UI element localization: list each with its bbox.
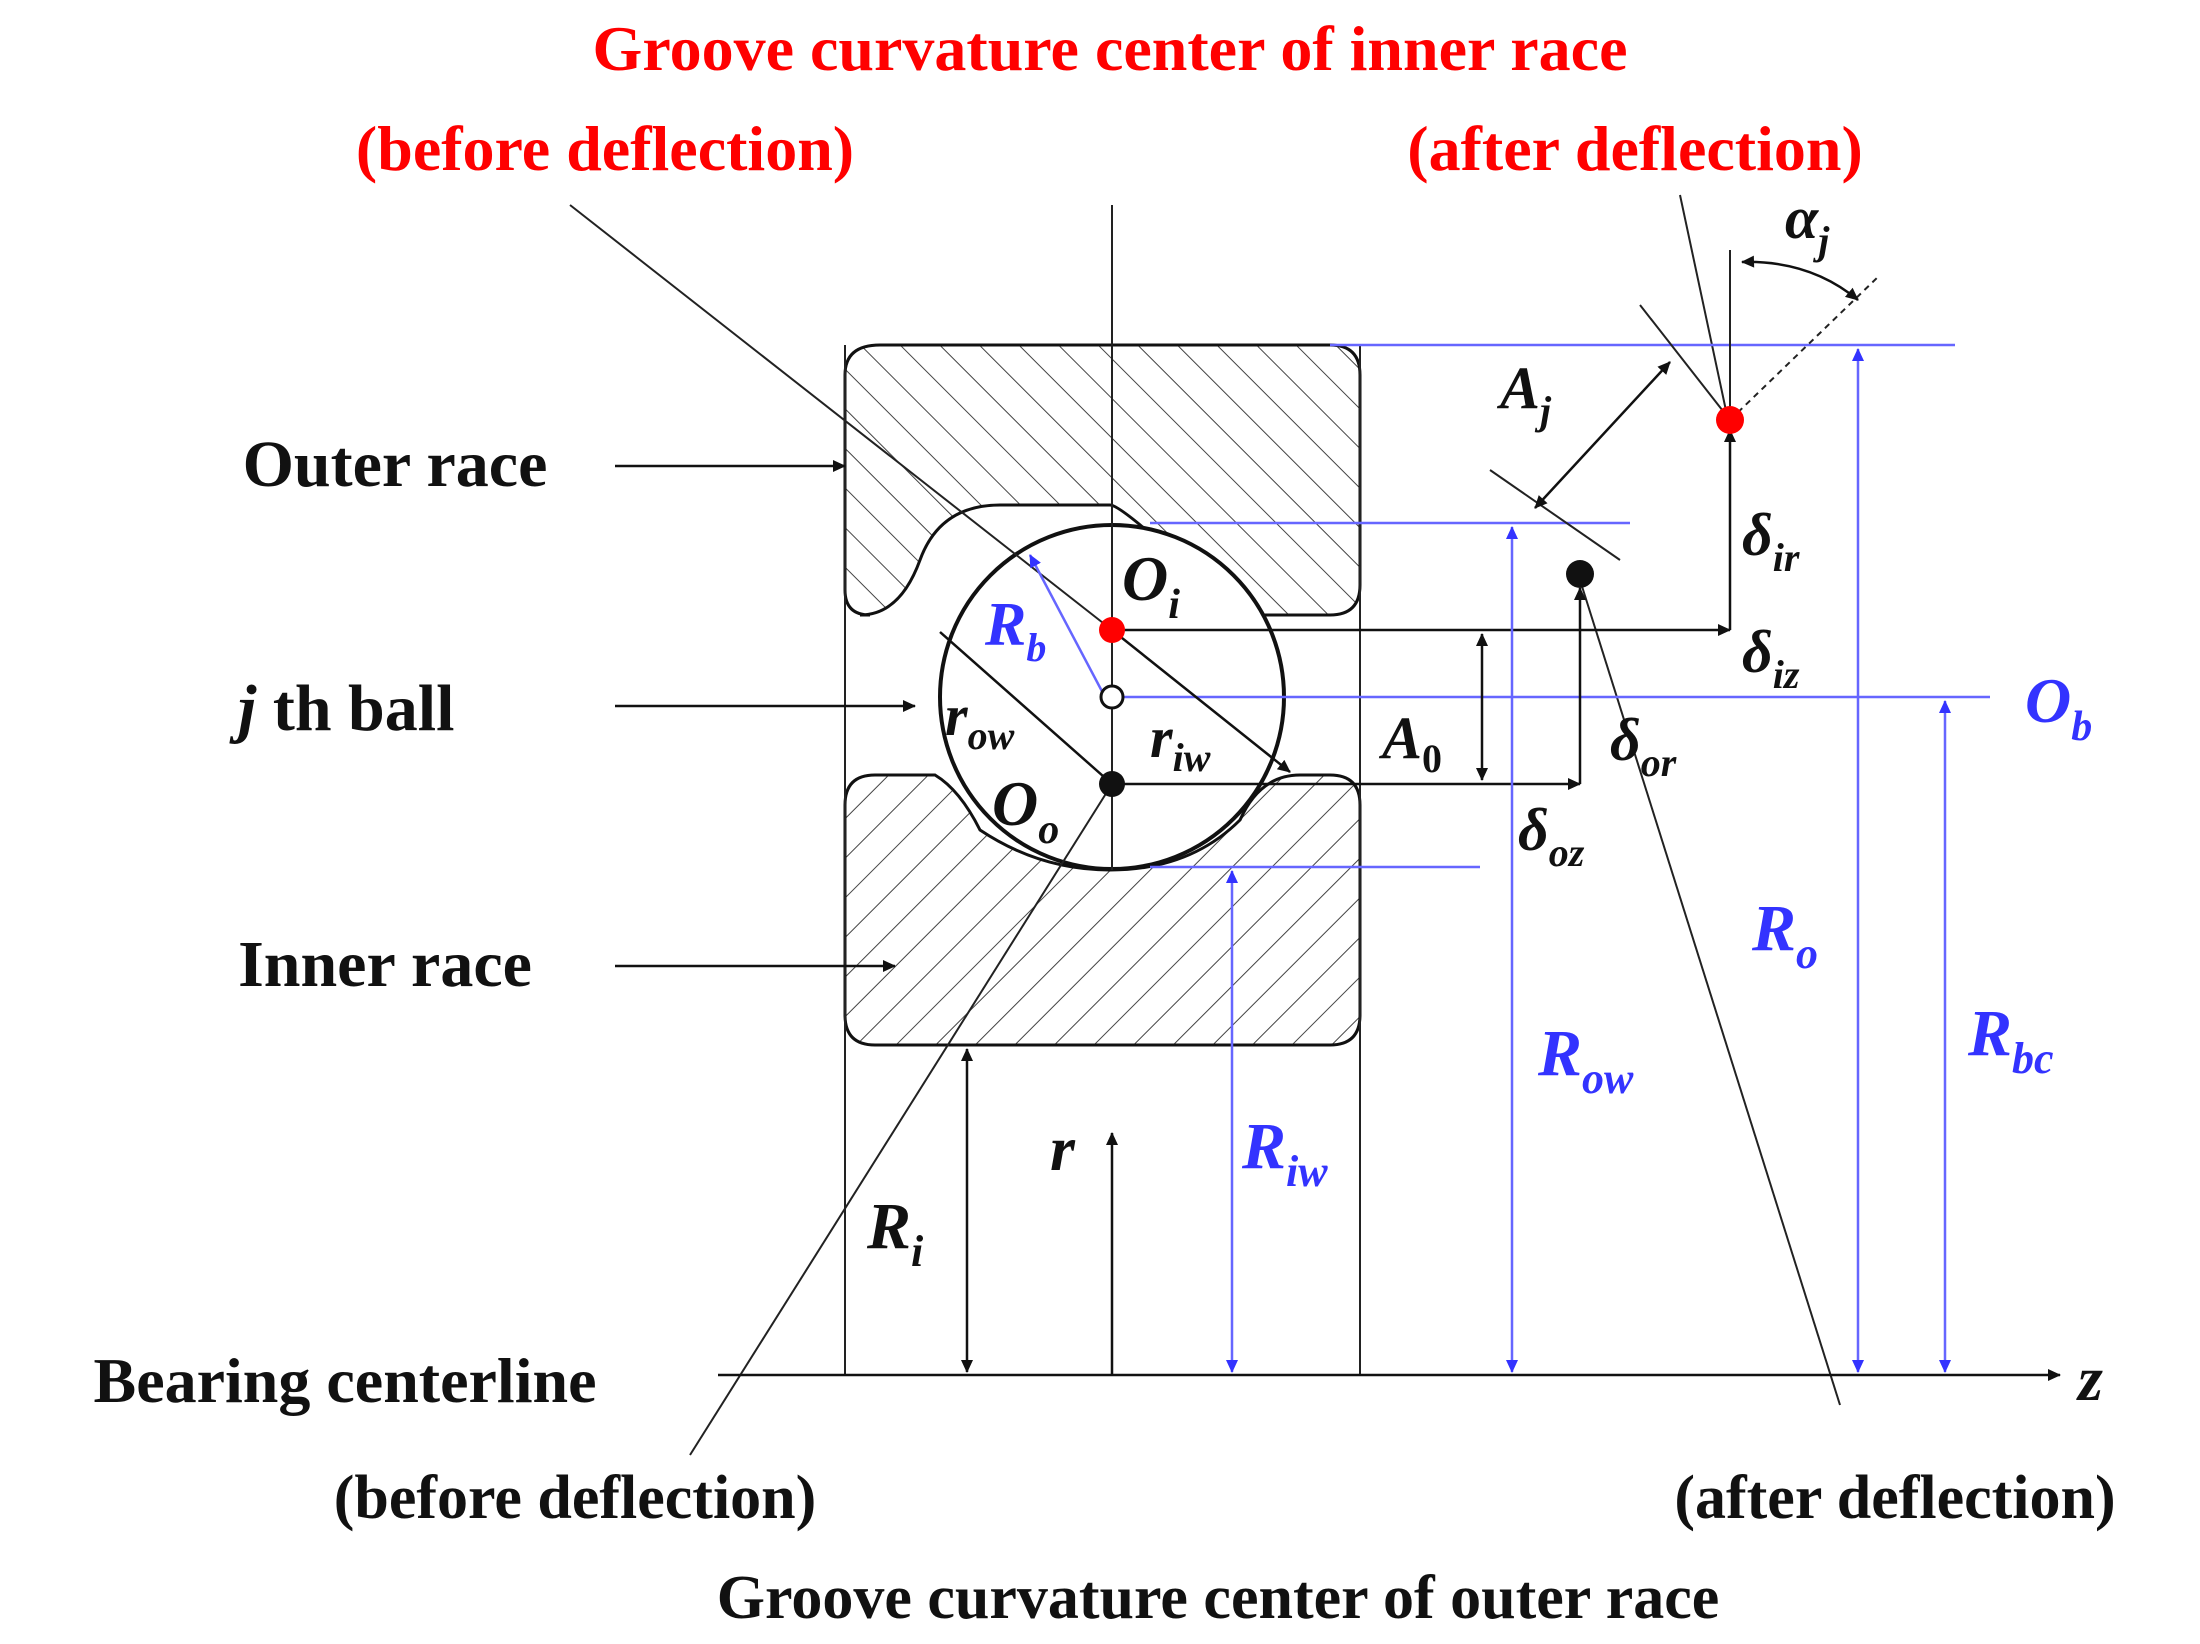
alpha-j-symbol: αj — [1785, 185, 1830, 263]
riw-symbol: riw — [1150, 705, 1211, 780]
riw-radius-symbol: Riw — [1241, 1110, 1328, 1196]
top-before-label: (before deflection) — [356, 113, 854, 184]
inner-after-point — [1716, 406, 1744, 434]
alpha-dashed — [1729, 274, 1881, 421]
leader-outer-before — [689, 783, 1113, 1456]
r-axis-label: r — [1050, 1113, 1076, 1184]
outer-after-point — [1566, 560, 1594, 588]
jth-ball-label: j th ball — [229, 672, 454, 745]
ob-point — [1099, 684, 1125, 710]
contact-line-upper — [1111, 629, 1291, 773]
rb-symbol: Rb — [984, 591, 1046, 670]
row-radius-symbol: Row — [1537, 1017, 1634, 1103]
top-title: Groove curvature center of inner race — [593, 13, 1628, 84]
bottom-title: Groove curvature center of outer race — [717, 1564, 1720, 1632]
ob-symbol: Ob — [2025, 665, 2092, 750]
delta-or-symbol: δor — [1610, 707, 1677, 785]
oo-symbol: Oo — [992, 768, 1059, 853]
alpha-arc — [1741, 255, 1859, 301]
a0-symbol: A0 — [1378, 705, 1442, 781]
delta-ir-symbol: δir — [1742, 502, 1800, 580]
leader-outer-after — [1579, 579, 1841, 1406]
oi-symbol: Oi — [1122, 543, 1180, 628]
bearing-centerline-label: Bearing centerline — [94, 1345, 597, 1416]
rb-arrow — [1028, 554, 1107, 698]
aj-tick-lower — [1489, 469, 1621, 561]
oi-point — [1099, 617, 1125, 643]
delta-iz-symbol: δiz — [1742, 619, 1800, 697]
bottom-before-label: (before deflection) — [334, 1464, 817, 1532]
aj-dimension — [1534, 361, 1671, 509]
bottom-after-label: (after deflection) — [1674, 1464, 2115, 1532]
row-symbol: row — [945, 683, 1015, 758]
ro-symbol: Ro — [1751, 892, 1818, 978]
inner-race-label: Inner race — [238, 928, 532, 1001]
aj-tick-upper — [1639, 304, 1731, 421]
delta-oz-symbol: δoz — [1518, 797, 1585, 875]
ri-symbol: Ri — [866, 1190, 924, 1276]
oo-point — [1099, 771, 1125, 797]
leader-inner-before — [569, 204, 1113, 631]
aj-symbol: Aj — [1496, 355, 1552, 433]
z-axis-label: z — [2076, 1343, 2103, 1414]
rbc-symbol: Rbc — [1967, 997, 2054, 1083]
leader-inner-after — [1679, 194, 1729, 421]
contact-line — [939, 631, 1113, 785]
outer-race-section — [843, 343, 1362, 617]
outer-race-label: Outer race — [243, 428, 548, 501]
top-after-label: (after deflection) — [1407, 113, 1863, 184]
